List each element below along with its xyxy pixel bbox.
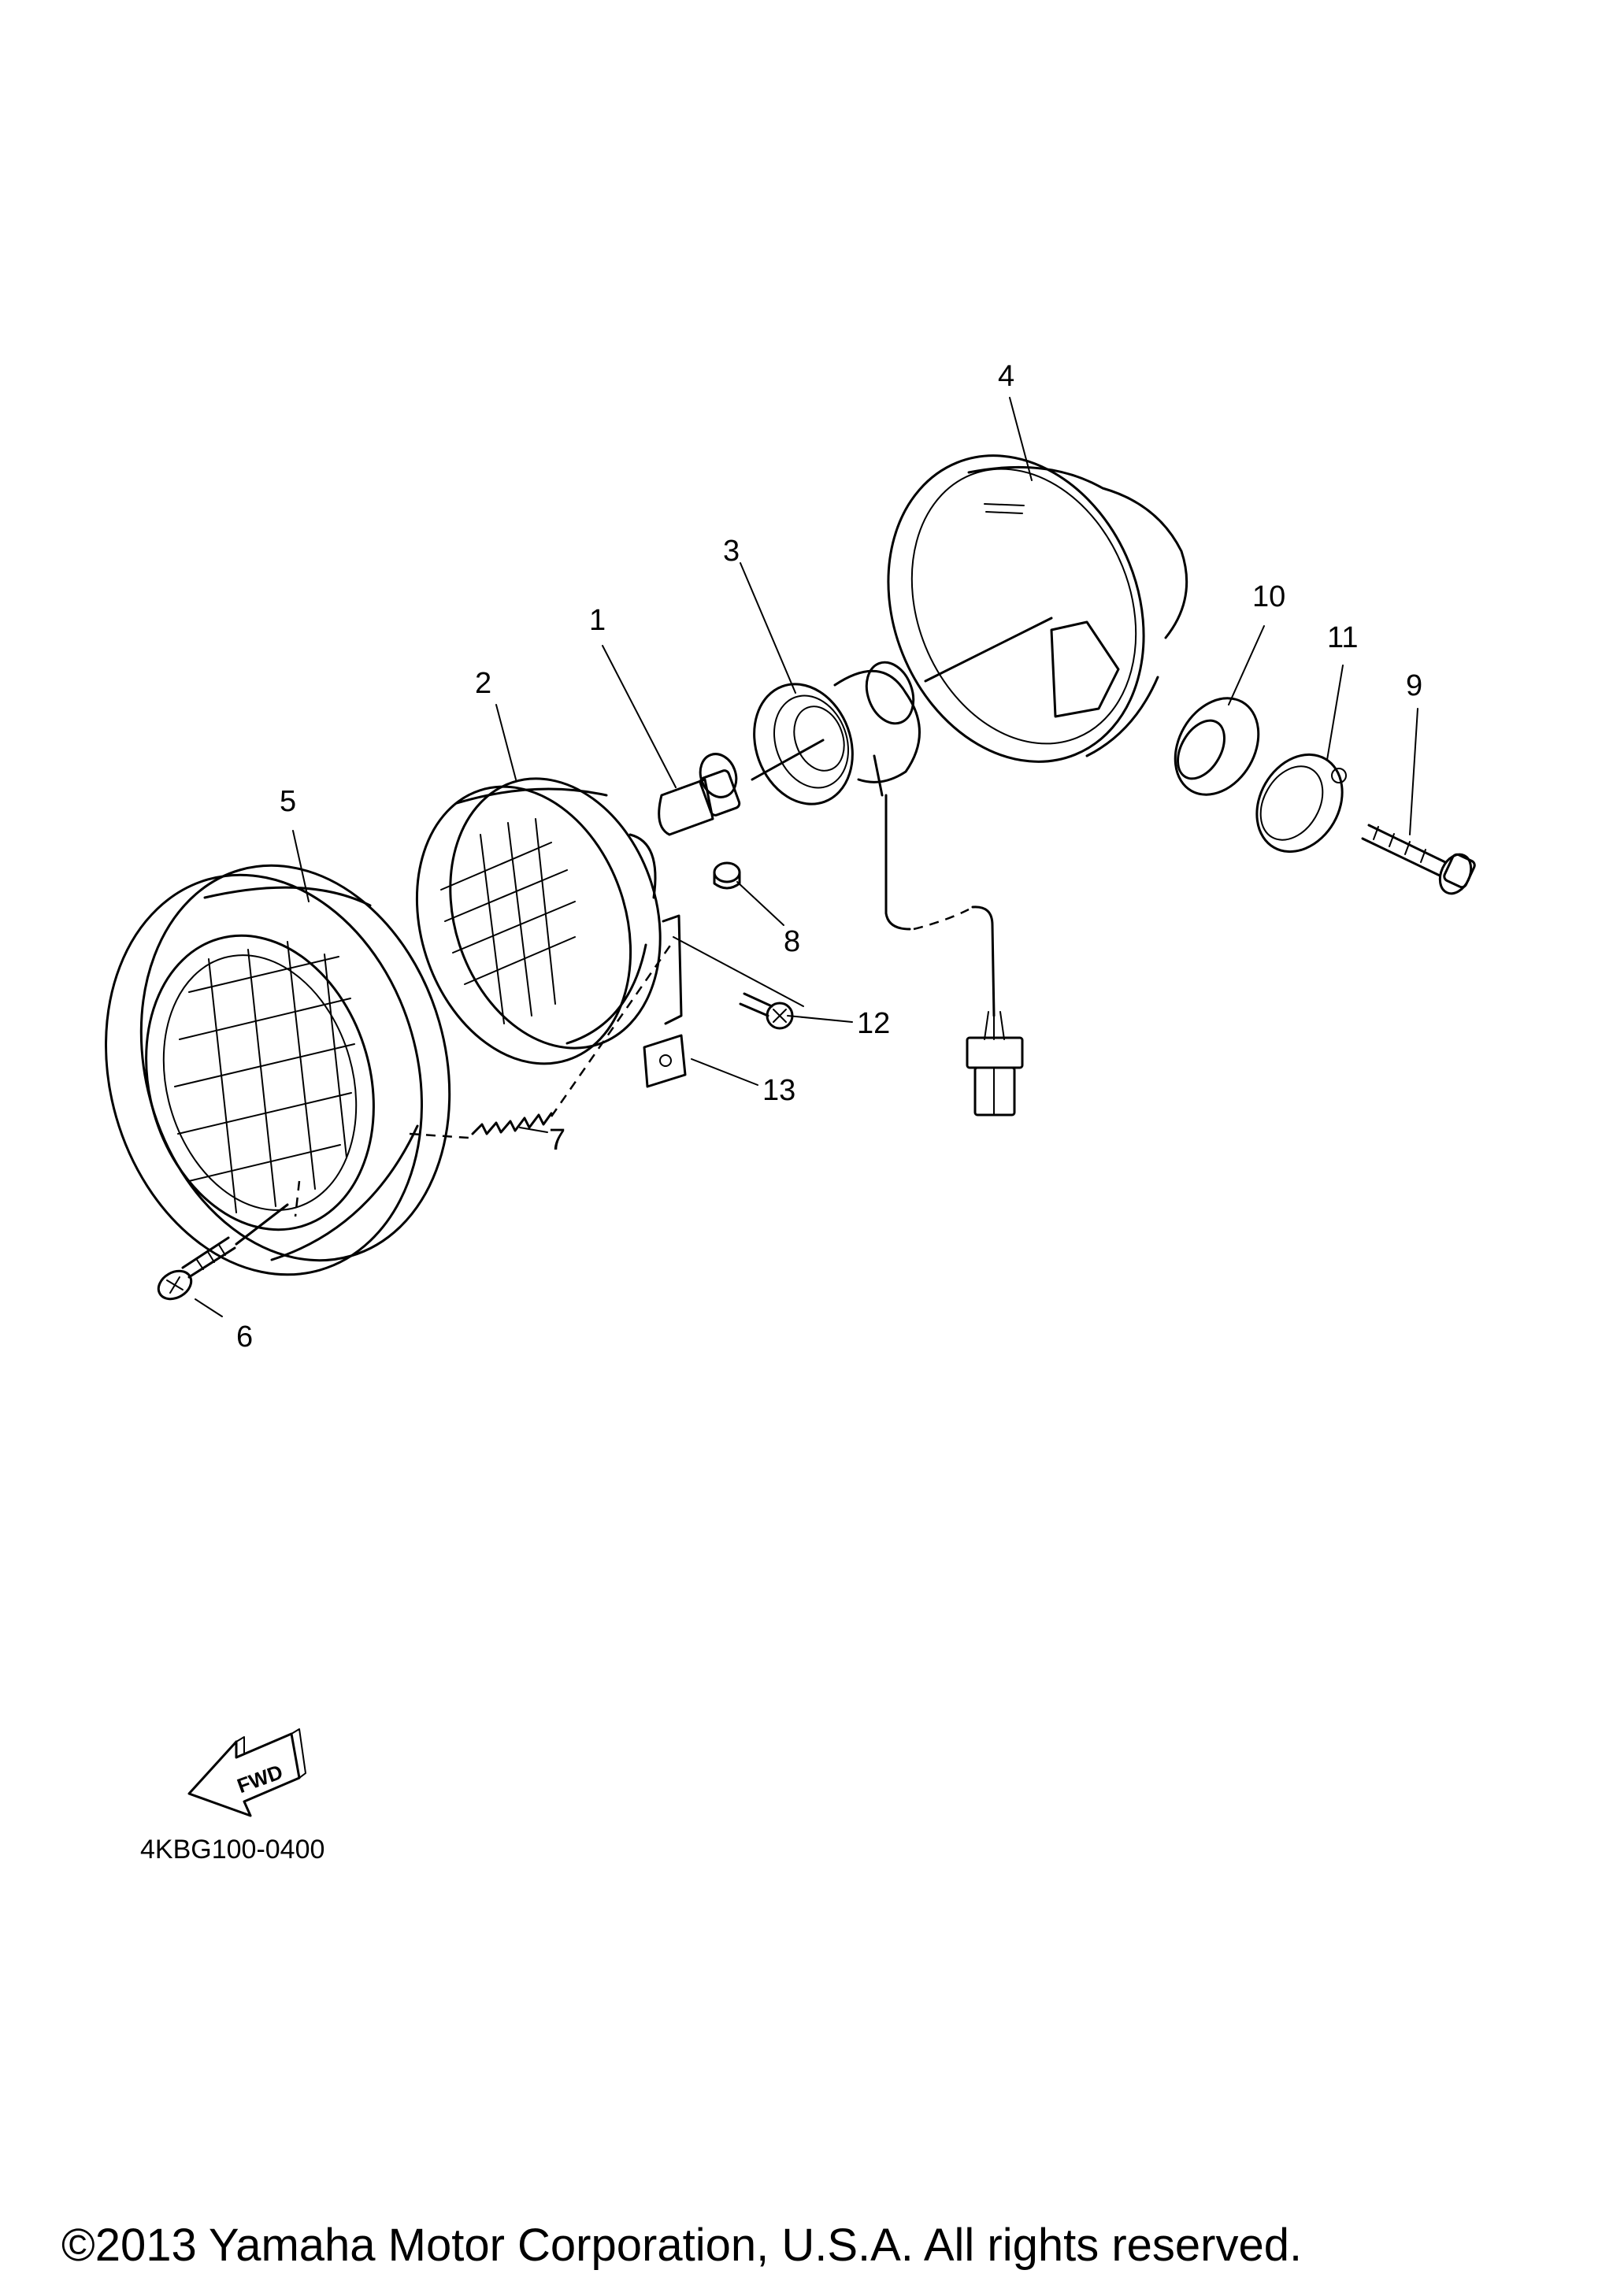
wire-connector[interactable] (966, 1036, 1024, 1117)
callout-3: 3 (723, 535, 740, 568)
callouts: 1 2 3 4 5 6 7 8 9 10 11 12 13 (236, 360, 1422, 1354)
wire-harness (884, 794, 1005, 1040)
diagram-code: 4KBG100-0400 (140, 1835, 325, 1865)
leader-lines (195, 397, 1418, 1317)
callout-2: 2 (475, 667, 491, 700)
callout-4: 4 (998, 360, 1014, 393)
part-5-headlight-guard[interactable] (60, 829, 494, 1313)
callout-6: 6 (236, 1320, 253, 1354)
callout-8: 8 (784, 925, 800, 958)
part-8-nut[interactable] (713, 861, 741, 890)
part-1-bulb[interactable] (658, 749, 743, 836)
callout-5: 5 (280, 785, 296, 818)
part-9-bolt[interactable] (1361, 824, 1477, 898)
callout-9: 9 (1406, 669, 1422, 702)
callout-7: 7 (549, 1124, 565, 1157)
fwd-label: FWD (234, 1760, 286, 1798)
part-2-headlight-lens[interactable] (383, 751, 694, 1091)
fwd-arrow-icon: FWD (187, 1728, 306, 1817)
callout-10: 10 (1252, 580, 1285, 613)
part-4-headlight-housing[interactable] (844, 417, 1188, 800)
part-3-socket[interactable] (738, 656, 921, 818)
part-10-grommet[interactable] (1159, 683, 1275, 810)
callout-12: 12 (857, 1007, 890, 1040)
callout-13: 13 (762, 1074, 795, 1107)
part-12-screw[interactable] (739, 992, 794, 1030)
assembly-lines (235, 617, 1053, 1246)
part-7-spring[interactable] (471, 1112, 553, 1135)
copyright-notice: ©2013 Yamaha Motor Corporation, U.S.A. A… (61, 2220, 1303, 2271)
part-6-screw[interactable] (154, 1236, 236, 1305)
part-11-cover[interactable] (1240, 739, 1359, 868)
callout-11: 11 (1327, 621, 1358, 654)
part-13-nut-plate[interactable] (643, 914, 687, 1088)
callout-1: 1 (589, 604, 606, 637)
